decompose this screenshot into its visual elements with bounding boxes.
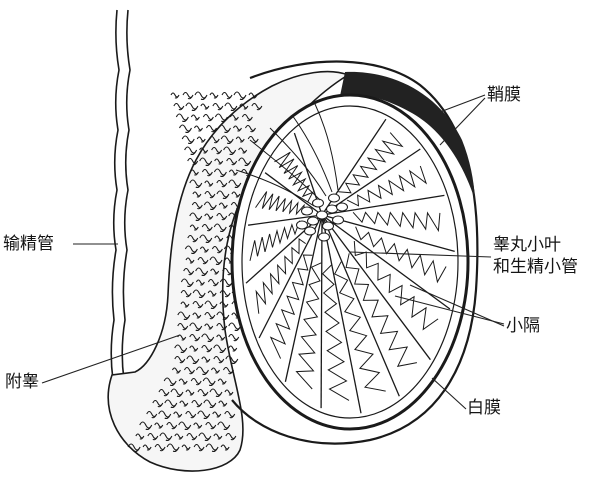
- epididymis-coil: [171, 93, 179, 98]
- epididymis-coil: [229, 335, 239, 341]
- rete-cell: [327, 205, 338, 213]
- epididymis-coil: [210, 93, 218, 98]
- label-lobules-and-tubules: 睾丸小叶 和生精小管: [493, 234, 578, 278]
- epididymis-coil: [174, 104, 184, 110]
- epididymis-coil: [225, 103, 237, 111]
- epididymis-coil: [201, 104, 209, 109]
- label-tunica-vaginalis: 鞘膜: [487, 84, 521, 106]
- label-tunica-albuginea: 白膜: [467, 397, 501, 419]
- label-septa: 小隔: [506, 315, 540, 337]
- rete-cell: [323, 222, 334, 230]
- rete-cell: [308, 217, 319, 225]
- septum: [321, 215, 322, 408]
- epididymis-coil: [234, 92, 246, 100]
- epididymis-coil: [182, 136, 194, 144]
- rete-cell: [317, 211, 328, 219]
- epididymis-coil: [186, 103, 198, 111]
- epididymis-coil: [194, 126, 202, 131]
- rete-cell: [319, 233, 330, 241]
- label-vas-deferens: 输精管: [3, 233, 54, 255]
- epididymis-coil: [191, 115, 199, 120]
- epididymis-coil: [185, 147, 197, 155]
- rete-cell: [329, 194, 340, 202]
- epididymis-coil: [206, 126, 216, 132]
- epididymis-coil: [183, 93, 193, 99]
- vas-deferens: [111, 10, 130, 380]
- rete-cell: [297, 221, 308, 229]
- rete-cell: [337, 203, 348, 211]
- epididymis-coil: [222, 93, 232, 99]
- label-epididymis: 附睾: [5, 371, 39, 393]
- epididymis-coil: [197, 137, 205, 142]
- epididymis-coil: [213, 104, 223, 110]
- rete-cell: [313, 199, 324, 207]
- epididymis-coil: [176, 114, 188, 122]
- epididymis-coil: [179, 125, 191, 133]
- rete-cell: [302, 207, 313, 215]
- label-lobules-line1: 睾丸小叶: [493, 234, 578, 256]
- epididymis-coil: [229, 346, 237, 351]
- rete-cell: [333, 216, 344, 224]
- label-lobules-line2: 和生精小管: [493, 256, 578, 278]
- epididymis-coil: [195, 92, 207, 100]
- epididymis-coil: [215, 114, 227, 122]
- epididymis-coil: [203, 115, 213, 121]
